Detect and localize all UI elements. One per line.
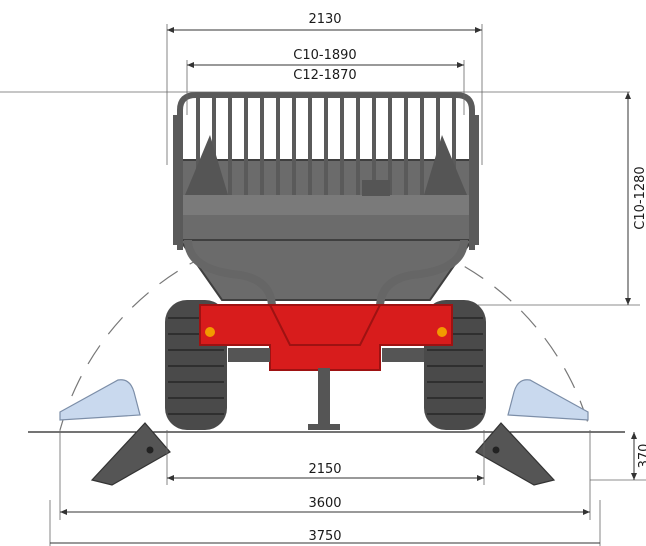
outrigger-swing-arc — [59, 227, 591, 431]
left-outrigger-lowered — [90, 422, 171, 486]
dim-track-width-label: 2150 — [308, 462, 341, 477]
stake-fence — [173, 92, 479, 306]
dim-clearance — [590, 432, 646, 481]
dim-track-width — [166, 430, 485, 485]
dim-inner-width-c12: C12-1870 — [293, 68, 356, 83]
right-outrigger-lowered — [475, 422, 556, 486]
dim-inner-width — [186, 60, 465, 115]
dim-clearance-label: 370 — [637, 444, 646, 469]
dim-top-width-label: 2130 — [308, 12, 341, 27]
bed-panel — [180, 195, 472, 215]
dim-top-width — [166, 24, 483, 165]
trailer-body — [165, 92, 486, 430]
dim-total-span — [49, 500, 601, 546]
dim-height — [0, 91, 640, 306]
dim-outrigger-span — [59, 430, 591, 520]
dim-outrigger-span-label: 3600 — [308, 496, 341, 511]
dim-height-label: C10-1280 — [633, 166, 646, 229]
dim-total-span-label: 3750 — [308, 529, 341, 544]
chassis — [199, 304, 453, 371]
left-outrigger-raised — [59, 379, 141, 421]
support-leg — [308, 368, 340, 430]
dim-inner-width-c10: C10-1890 — [293, 48, 356, 63]
right-outrigger-raised — [507, 379, 589, 421]
